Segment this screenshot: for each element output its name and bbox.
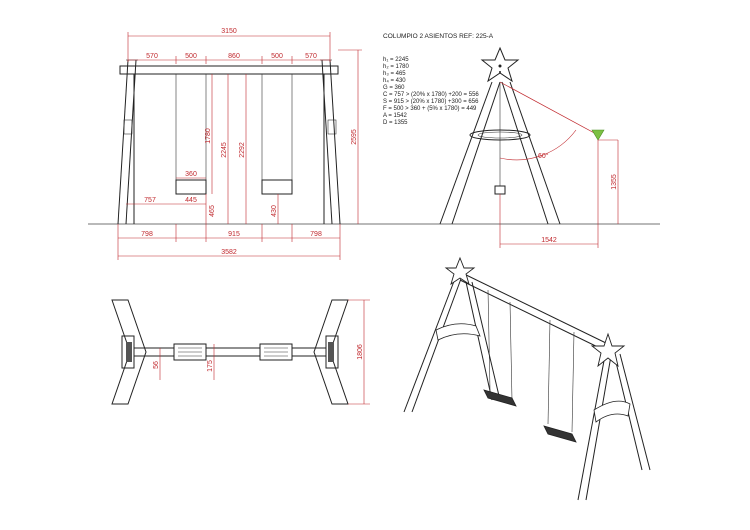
dim-bottom-mid: 915 bbox=[228, 231, 240, 238]
plan-view: 56 175 1806 bbox=[111, 299, 370, 405]
side-leg-left bbox=[439, 81, 493, 225]
iso-left-leg-front bbox=[403, 275, 457, 413]
iso-beam-bottom bbox=[459, 279, 609, 353]
swing-arc-line bbox=[499, 81, 599, 136]
iso-right-leg-front bbox=[577, 349, 607, 501]
spec-line: h₄ = 430 bbox=[383, 78, 406, 84]
dim-height-2292: 2292 bbox=[239, 142, 246, 158]
dim-top-width: 3150 bbox=[221, 28, 237, 35]
side-leg-right bbox=[501, 81, 549, 225]
iso-chain bbox=[547, 319, 551, 425]
seat-marker bbox=[591, 129, 605, 141]
dim-seat-gap: 445 bbox=[185, 197, 197, 204]
left-post-outer bbox=[117, 59, 129, 225]
dim-plan-56: 56 bbox=[153, 361, 160, 369]
iso-seat-1 bbox=[483, 389, 517, 407]
dim-clear-430: 430 bbox=[271, 205, 278, 217]
dim-total-height: 2595 bbox=[351, 129, 358, 145]
dim-seg-2: 500 bbox=[185, 53, 197, 60]
iso-star-right bbox=[590, 332, 626, 368]
spec-line: D = 1355 bbox=[383, 120, 408, 126]
dim-seg-5: 570 bbox=[305, 53, 317, 60]
iso-chain bbox=[487, 289, 491, 391]
iso-beam-top bbox=[459, 271, 609, 345]
spec-line: G = 360 bbox=[383, 85, 405, 91]
dim-offset-left: 757 bbox=[144, 197, 156, 204]
seat-2 bbox=[261, 179, 293, 195]
isometric-view bbox=[403, 256, 651, 501]
side-leg-left-inner bbox=[451, 81, 501, 225]
dim-plan-depth: 1806 bbox=[357, 344, 364, 360]
dim-plan-175: 175 bbox=[207, 360, 214, 372]
spec-block: COLUMPIO 2 ASIENTOS REF: 225-A h₁ = 2245… bbox=[383, 33, 494, 126]
spec-line: h₁ = 2245 bbox=[383, 57, 409, 63]
dim-side-height: 1355 bbox=[611, 174, 618, 190]
seat-1 bbox=[175, 179, 207, 195]
spec-line: h₂ = 1780 bbox=[383, 64, 410, 70]
dim-seg-3: 860 bbox=[228, 53, 240, 60]
spec-line: A = 1542 bbox=[383, 113, 408, 119]
iso-seat-2 bbox=[543, 425, 577, 443]
dim-overall-width: 3582 bbox=[221, 249, 237, 256]
angle-arc bbox=[499, 129, 577, 161]
iso-chain bbox=[509, 301, 513, 401]
top-beam bbox=[119, 65, 339, 75]
spec-line: F = 500 > 360 + (5% x 1780) = 449 bbox=[383, 106, 477, 112]
dim-side-base: 1542 bbox=[541, 237, 557, 244]
front-view: 3150 570 500 860 500 570 360 1780 2245 2… bbox=[88, 28, 660, 260]
side-leg-right-inner bbox=[509, 81, 561, 225]
dim-bottom-left: 798 bbox=[141, 231, 153, 238]
iso-star-left bbox=[444, 256, 476, 286]
dim-height-2245: 2245 bbox=[221, 142, 228, 158]
iso-chain bbox=[571, 331, 575, 433]
dim-chain-height: 1780 bbox=[205, 128, 212, 144]
iso-left-leg-back bbox=[465, 281, 493, 401]
dim-bottom-right: 798 bbox=[310, 231, 322, 238]
right-post-outer bbox=[329, 59, 341, 225]
dim-seg-4: 500 bbox=[271, 53, 283, 60]
dim-angle: 60° bbox=[538, 152, 549, 160]
dim-seg-1: 570 bbox=[146, 53, 158, 60]
side-seat bbox=[494, 185, 506, 195]
side-view: 60° 1355 1542 bbox=[439, 46, 619, 248]
spec-line: C = 757 > (20% x 1780) +200 = 556 bbox=[383, 92, 479, 98]
spec-line: S = 915 > (20% x 1780) +300 = 656 bbox=[383, 99, 479, 105]
dim-seat-width: 360 bbox=[185, 171, 197, 178]
drawing-title: COLUMPIO 2 ASIENTOS REF: 225-A bbox=[383, 33, 494, 40]
spec-line: h₃ = 465 bbox=[383, 71, 406, 77]
dim-clear-465: 465 bbox=[209, 205, 216, 217]
